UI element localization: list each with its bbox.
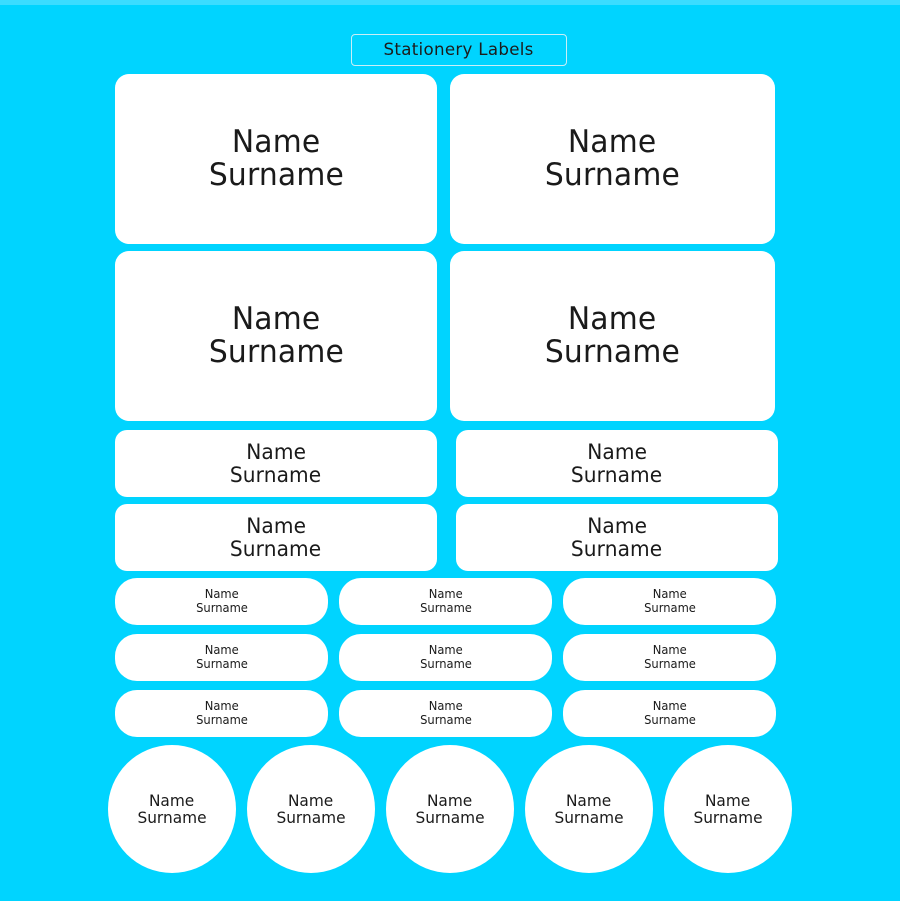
- label-line-surname: Surname: [276, 808, 346, 827]
- label-line-name: Name: [652, 699, 687, 714]
- label-line-surname: Surname: [195, 712, 248, 727]
- label-line-name: Name: [652, 587, 687, 602]
- label-line-surname: Surname: [554, 808, 624, 827]
- canvas-top-edge: [0, 0, 900, 5]
- label-line-surname: Surname: [643, 656, 696, 671]
- label-line-name: Name: [288, 790, 334, 810]
- label-line-surname: Surname: [544, 334, 681, 370]
- label-line-surname: Surname: [195, 656, 248, 671]
- label-line-name: Name: [705, 790, 751, 810]
- label-line-surname: Surname: [419, 600, 472, 615]
- page-title: Stationery Labels: [383, 40, 535, 60]
- label-line-surname: Surname: [208, 157, 344, 193]
- label-line-name: Name: [246, 440, 306, 465]
- page-title-box: Stationery Labels: [351, 34, 567, 66]
- label-line-name: Name: [428, 587, 463, 602]
- label-line-name: Name: [587, 440, 647, 465]
- label-line-surname: Surname: [643, 600, 696, 615]
- label-line-name: Name: [204, 643, 239, 658]
- label-line-surname: Surname: [195, 600, 248, 615]
- label-line-surname: Surname: [419, 712, 472, 727]
- label-line-surname: Surname: [415, 808, 485, 827]
- label-line-name: Name: [652, 643, 687, 658]
- label-line-surname: Surname: [544, 157, 681, 193]
- label-line-name: Name: [587, 514, 647, 539]
- label-line-name: Name: [568, 124, 657, 161]
- label-line-surname: Surname: [230, 462, 322, 487]
- label-line-surname: Surname: [571, 462, 663, 487]
- label-line-name: Name: [204, 699, 239, 714]
- label-line-name: Name: [204, 587, 239, 602]
- label-line-surname: Surname: [137, 808, 207, 827]
- label-line-surname: Surname: [643, 712, 696, 727]
- label-line-name: Name: [231, 124, 321, 161]
- label-line-name: Name: [568, 301, 657, 338]
- label-line-surname: Surname: [693, 808, 763, 827]
- label-line-surname: Surname: [419, 656, 472, 671]
- label-line-name: Name: [246, 514, 306, 539]
- label-line-surname: Surname: [230, 536, 322, 561]
- label-line-name: Name: [428, 643, 463, 658]
- label-line-name: Name: [428, 699, 463, 714]
- label-line-name: Name: [231, 301, 321, 338]
- label-line-name: Name: [566, 790, 612, 810]
- label-line-surname: Surname: [571, 536, 663, 561]
- label-line-name: Name: [149, 790, 195, 810]
- label-line-name: Name: [427, 790, 473, 810]
- label-line-surname: Surname: [208, 334, 344, 370]
